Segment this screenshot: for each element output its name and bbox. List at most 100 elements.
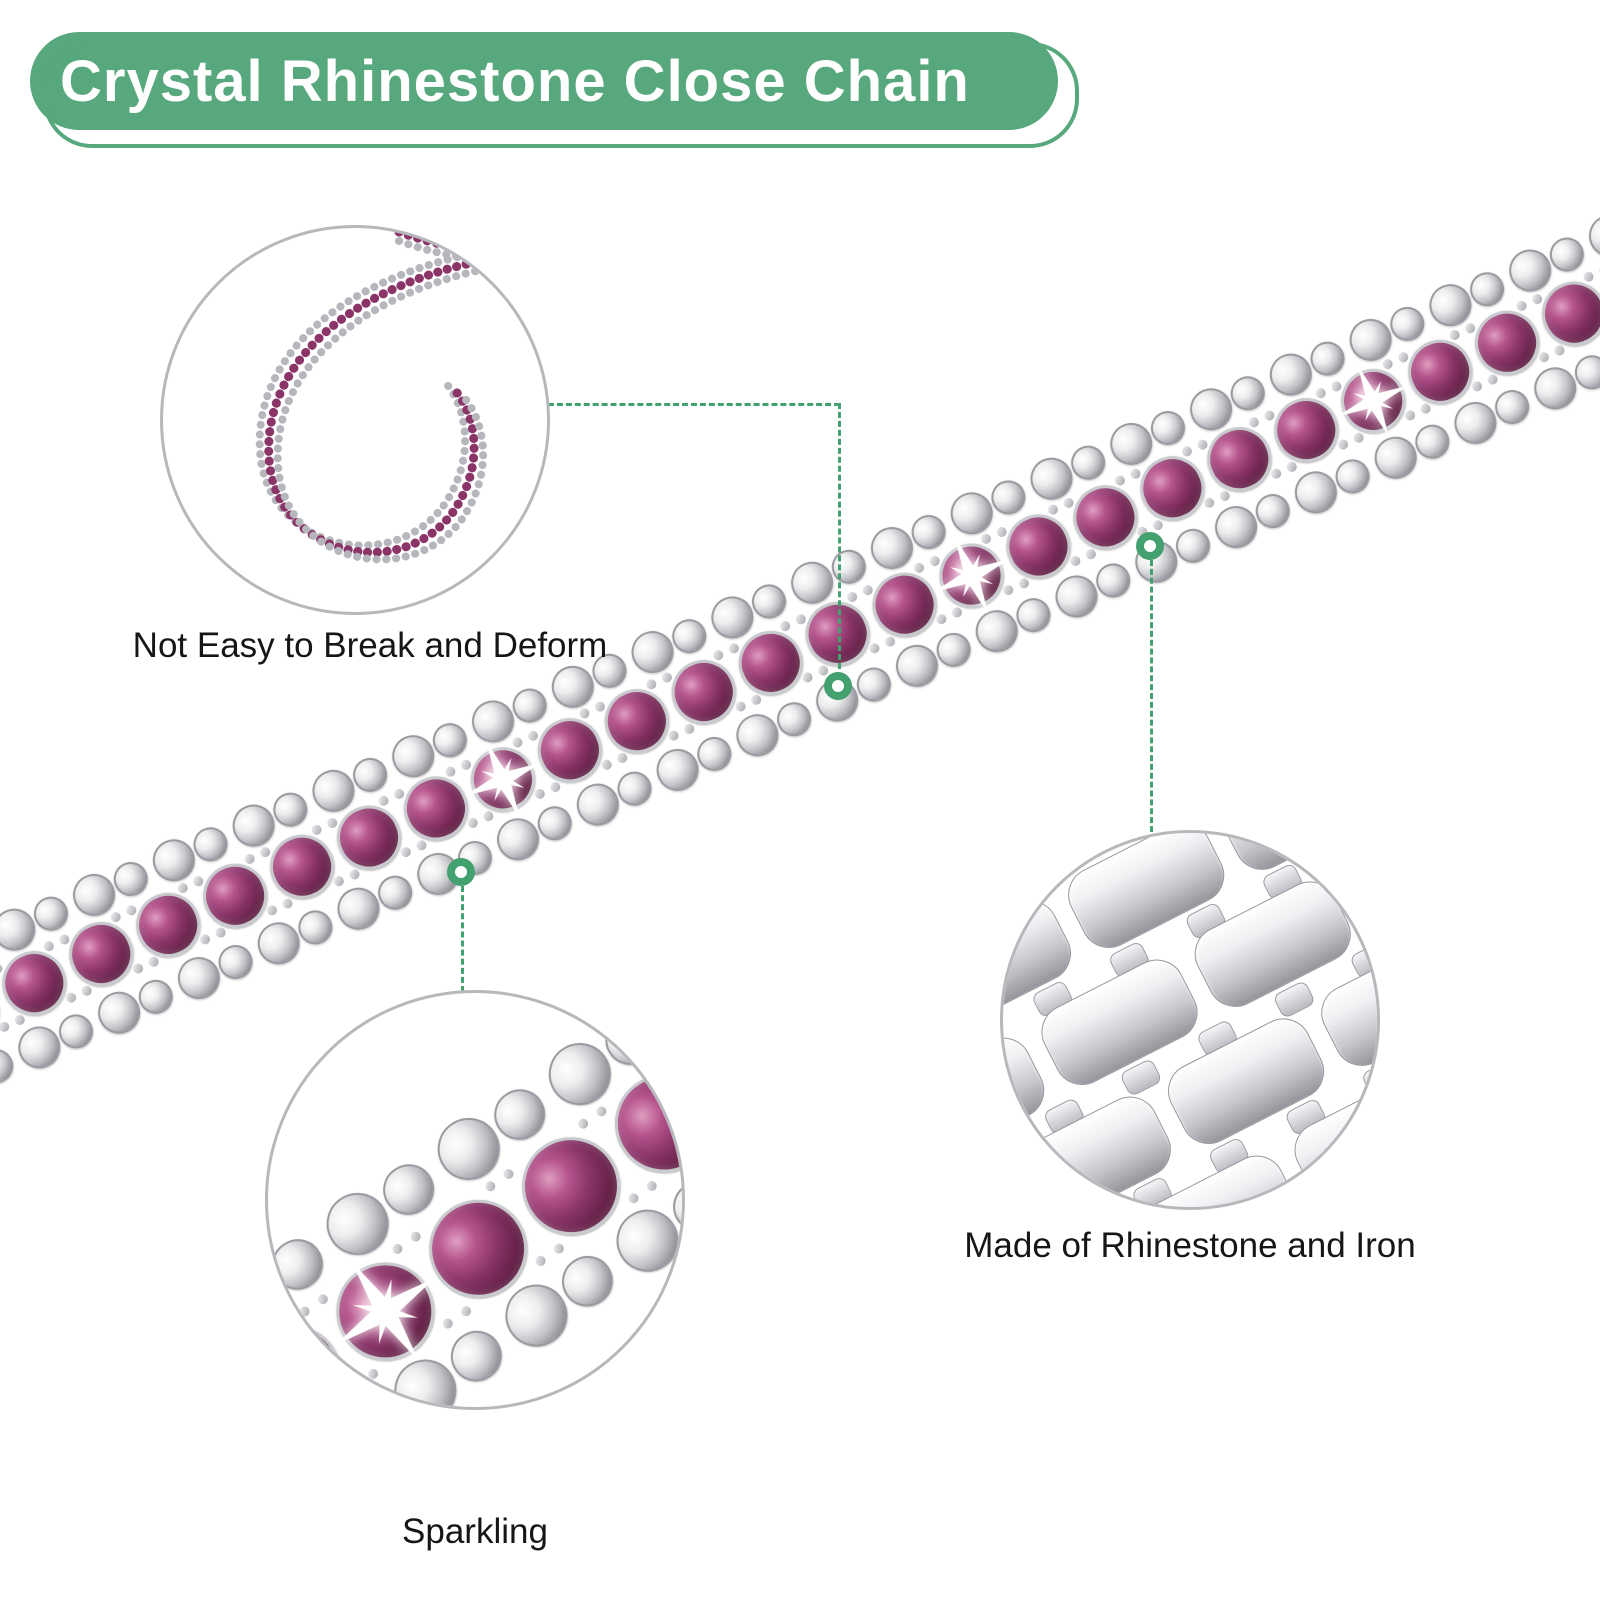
purple-rhinestone: [191, 852, 279, 940]
clear-rhinestone: [330, 1395, 401, 1407]
zoomed-chain-photo: [268, 993, 682, 1407]
caption-durability: Not Easy to Break and Deform: [132, 626, 608, 665]
prong: [867, 641, 882, 655]
prong: [0, 1020, 11, 1034]
prong: [1068, 554, 1082, 568]
prong: [191, 874, 205, 888]
chain-marker-dot-sparkling: [447, 858, 475, 886]
prong: [42, 939, 56, 953]
prong: [669, 1054, 682, 1068]
prong: [667, 729, 681, 743]
page-title: Crystal Rhinestone Close Chain: [60, 48, 970, 114]
prong: [347, 867, 362, 881]
prong: [861, 583, 875, 597]
prong: [131, 961, 145, 976]
purple-rhinestone: [258, 823, 346, 911]
prong: [1084, 547, 1098, 561]
prong: [1180, 444, 1194, 458]
prong: [1530, 292, 1544, 306]
prong: [310, 823, 324, 837]
prong: [64, 991, 78, 1005]
prong: [57, 932, 71, 947]
prong: [644, 677, 658, 691]
prong: [593, 700, 607, 714]
prong: [332, 874, 346, 888]
purple-rhinestone: [1061, 473, 1149, 561]
prong: [1046, 503, 1060, 517]
prong: [576, 1116, 591, 1131]
prong: [1552, 343, 1567, 358]
prong: [1285, 460, 1299, 474]
caption-sparkling: Sparkling: [402, 1512, 548, 1551]
purple-rhinestone: [57, 910, 145, 998]
prong: [147, 955, 161, 969]
bent-chain-horseshoe: [255, 247, 508, 564]
prong: [376, 794, 391, 808]
bent-chain-illustration: [255, 228, 547, 564]
title-banner: Crystal Rhinestone Close Chain: [30, 32, 1079, 148]
prong: [711, 648, 725, 662]
prong: [0, 962, 5, 976]
clear-rhinestone: [0, 1043, 19, 1089]
chain-marker-dot-material: [1136, 532, 1164, 560]
prong: [682, 722, 696, 736]
prong: [778, 619, 792, 633]
connector-line-sparkling: [461, 886, 464, 992]
purple-rhinestone: [660, 648, 748, 736]
purple-rhinestone: [124, 881, 212, 969]
prong: [214, 926, 228, 940]
prong: [1195, 438, 1210, 452]
prong: [577, 706, 591, 720]
prong: [1581, 270, 1596, 284]
callout-sparkling-circle: [265, 990, 685, 1410]
chain-marker-dot-durability: [824, 672, 852, 700]
callout-durability-circle: [160, 225, 550, 615]
prong: [1537, 350, 1551, 364]
prong: [1448, 328, 1462, 342]
prong: [749, 693, 763, 707]
prong: [325, 816, 339, 830]
prong: [551, 1241, 566, 1256]
prong: [1202, 496, 1216, 510]
prong: [483, 1179, 498, 1194]
prong: [660, 670, 674, 685]
prong: [533, 1253, 548, 1268]
prong: [265, 903, 279, 917]
prong: [198, 932, 212, 946]
prong: [414, 838, 429, 852]
prong: [243, 852, 257, 866]
prong: [13, 1013, 27, 1027]
prong: [258, 845, 272, 859]
connector-line-durability-horizontal: [548, 403, 840, 406]
prong: [1113, 473, 1127, 488]
prong: [1247, 415, 1261, 429]
prong: [1515, 299, 1529, 313]
purple-rhinestone: [0, 939, 78, 1027]
prong: [1463, 321, 1477, 335]
prong: [501, 1167, 516, 1181]
prong: [392, 787, 406, 801]
prong: [80, 984, 94, 998]
prong: [124, 903, 138, 917]
prong: [1061, 496, 1076, 510]
prong: [800, 670, 815, 685]
metal-pin: [1003, 1135, 1010, 1176]
prong: [644, 1179, 659, 1193]
prong: [399, 845, 413, 859]
prong: [1218, 489, 1232, 503]
prong: [883, 634, 897, 649]
prong: [1269, 467, 1283, 481]
prong: [727, 641, 741, 655]
connector-line-material: [1150, 560, 1153, 832]
connector-line-durability-vertical: [838, 403, 841, 669]
prong: [600, 758, 614, 772]
prong: [176, 881, 190, 895]
prong: [1485, 372, 1500, 387]
prong: [280, 896, 295, 911]
prong: [1262, 408, 1276, 423]
prong: [615, 751, 629, 765]
caption-material: Made of Rhinestone and Iron: [964, 1226, 1416, 1265]
prong: [626, 1191, 641, 1206]
purple-rhinestone: [1463, 299, 1551, 387]
